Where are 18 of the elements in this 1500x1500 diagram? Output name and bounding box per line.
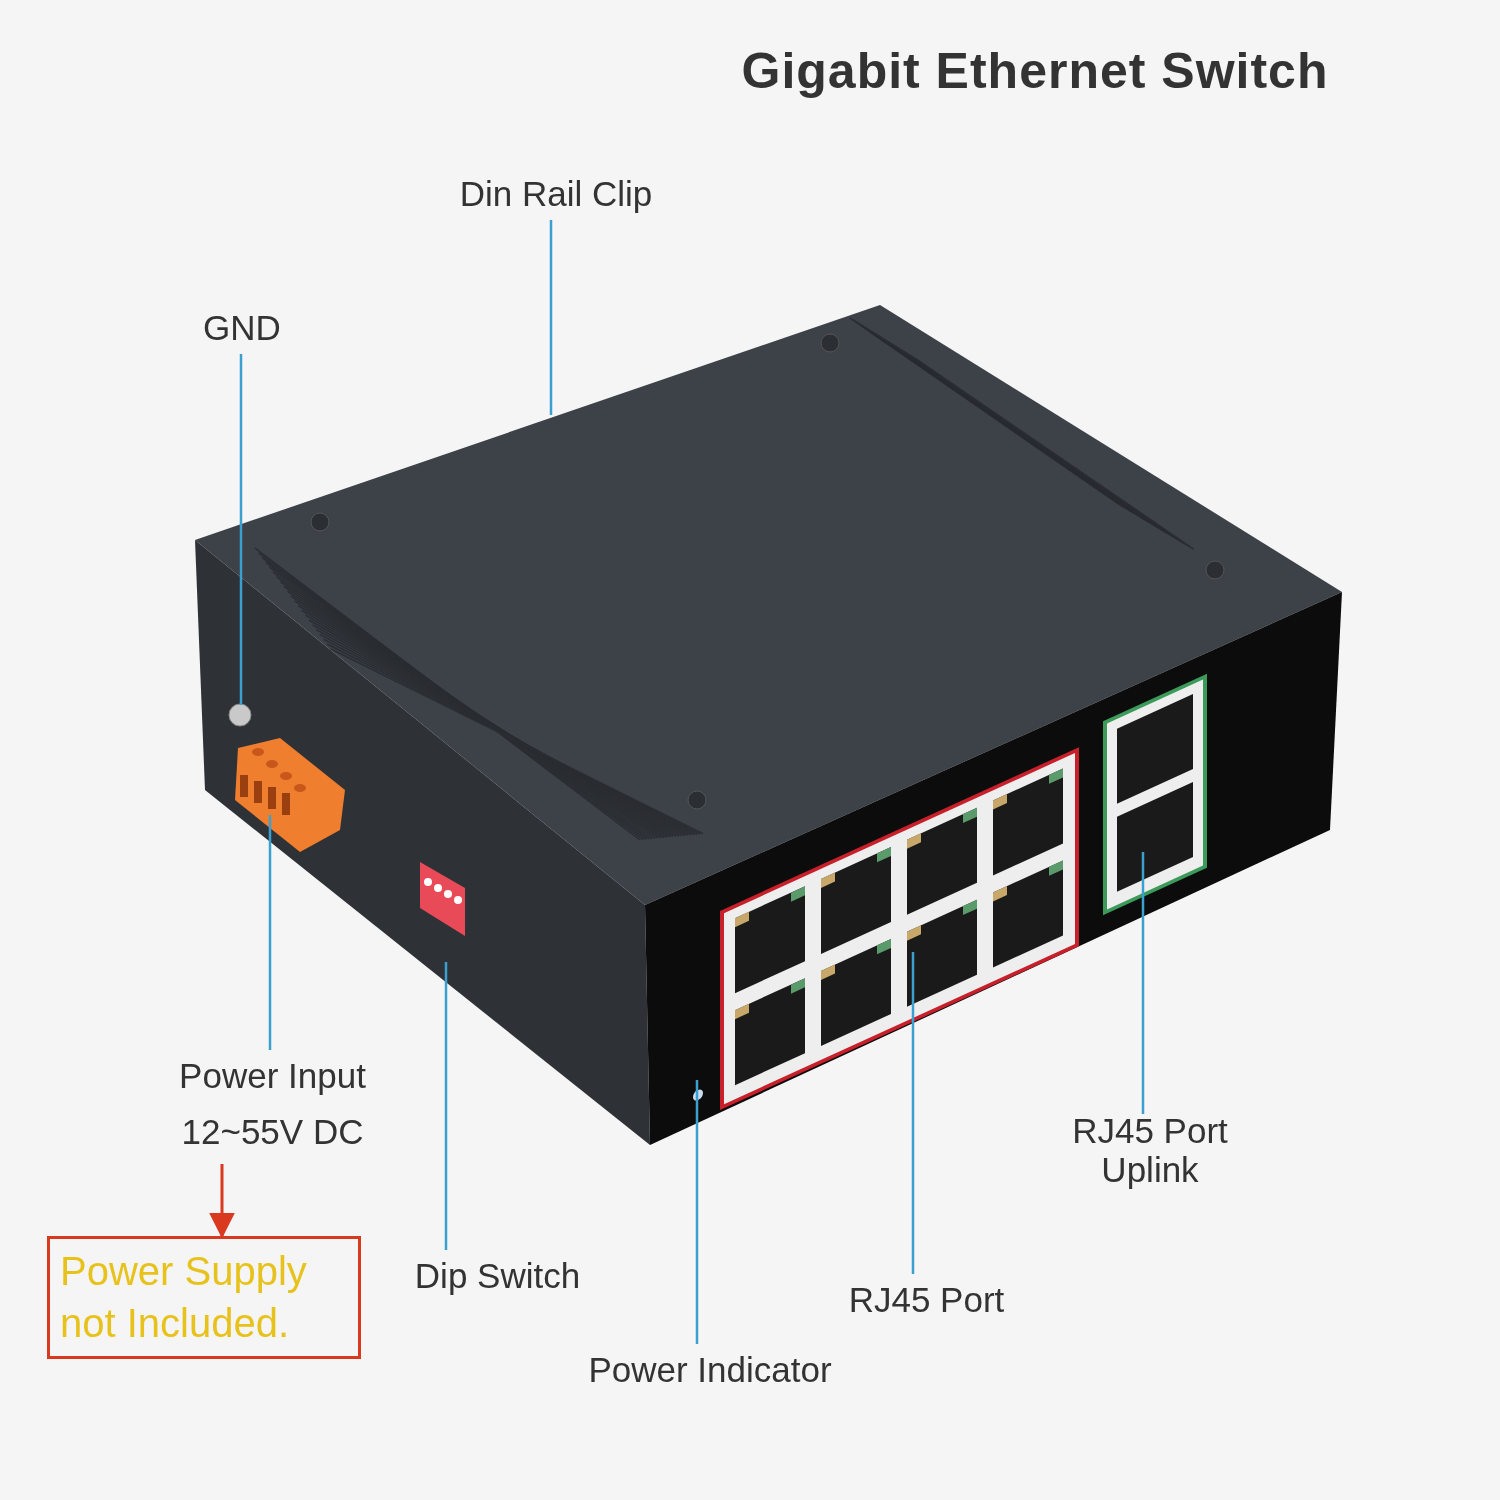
leader-line <box>1141 852 1145 1114</box>
callout-label: RJ45 Port <box>848 1279 1005 1321</box>
callout-label: GND <box>203 307 281 349</box>
callout-label: 12~55V DC <box>181 1111 364 1153</box>
callout-label: Din Rail Clip <box>459 173 653 215</box>
callout-label: RJ45 Port Uplink <box>1071 1112 1229 1189</box>
arrow <box>209 1164 235 1239</box>
callout-label: Power Input <box>179 1055 366 1097</box>
callout-label: Dip Switch <box>414 1255 581 1297</box>
leader-line <box>695 1080 699 1344</box>
leader-line <box>549 220 553 415</box>
leader-line <box>911 952 915 1274</box>
callout-label: Power Indicator <box>588 1349 832 1391</box>
leader-line <box>239 354 243 705</box>
leader-line <box>444 962 448 1250</box>
title: Gigabit Ethernet Switch <box>740 42 1330 100</box>
leader-line <box>268 815 272 1050</box>
note-box: Power Supply not Included. <box>47 1236 361 1359</box>
